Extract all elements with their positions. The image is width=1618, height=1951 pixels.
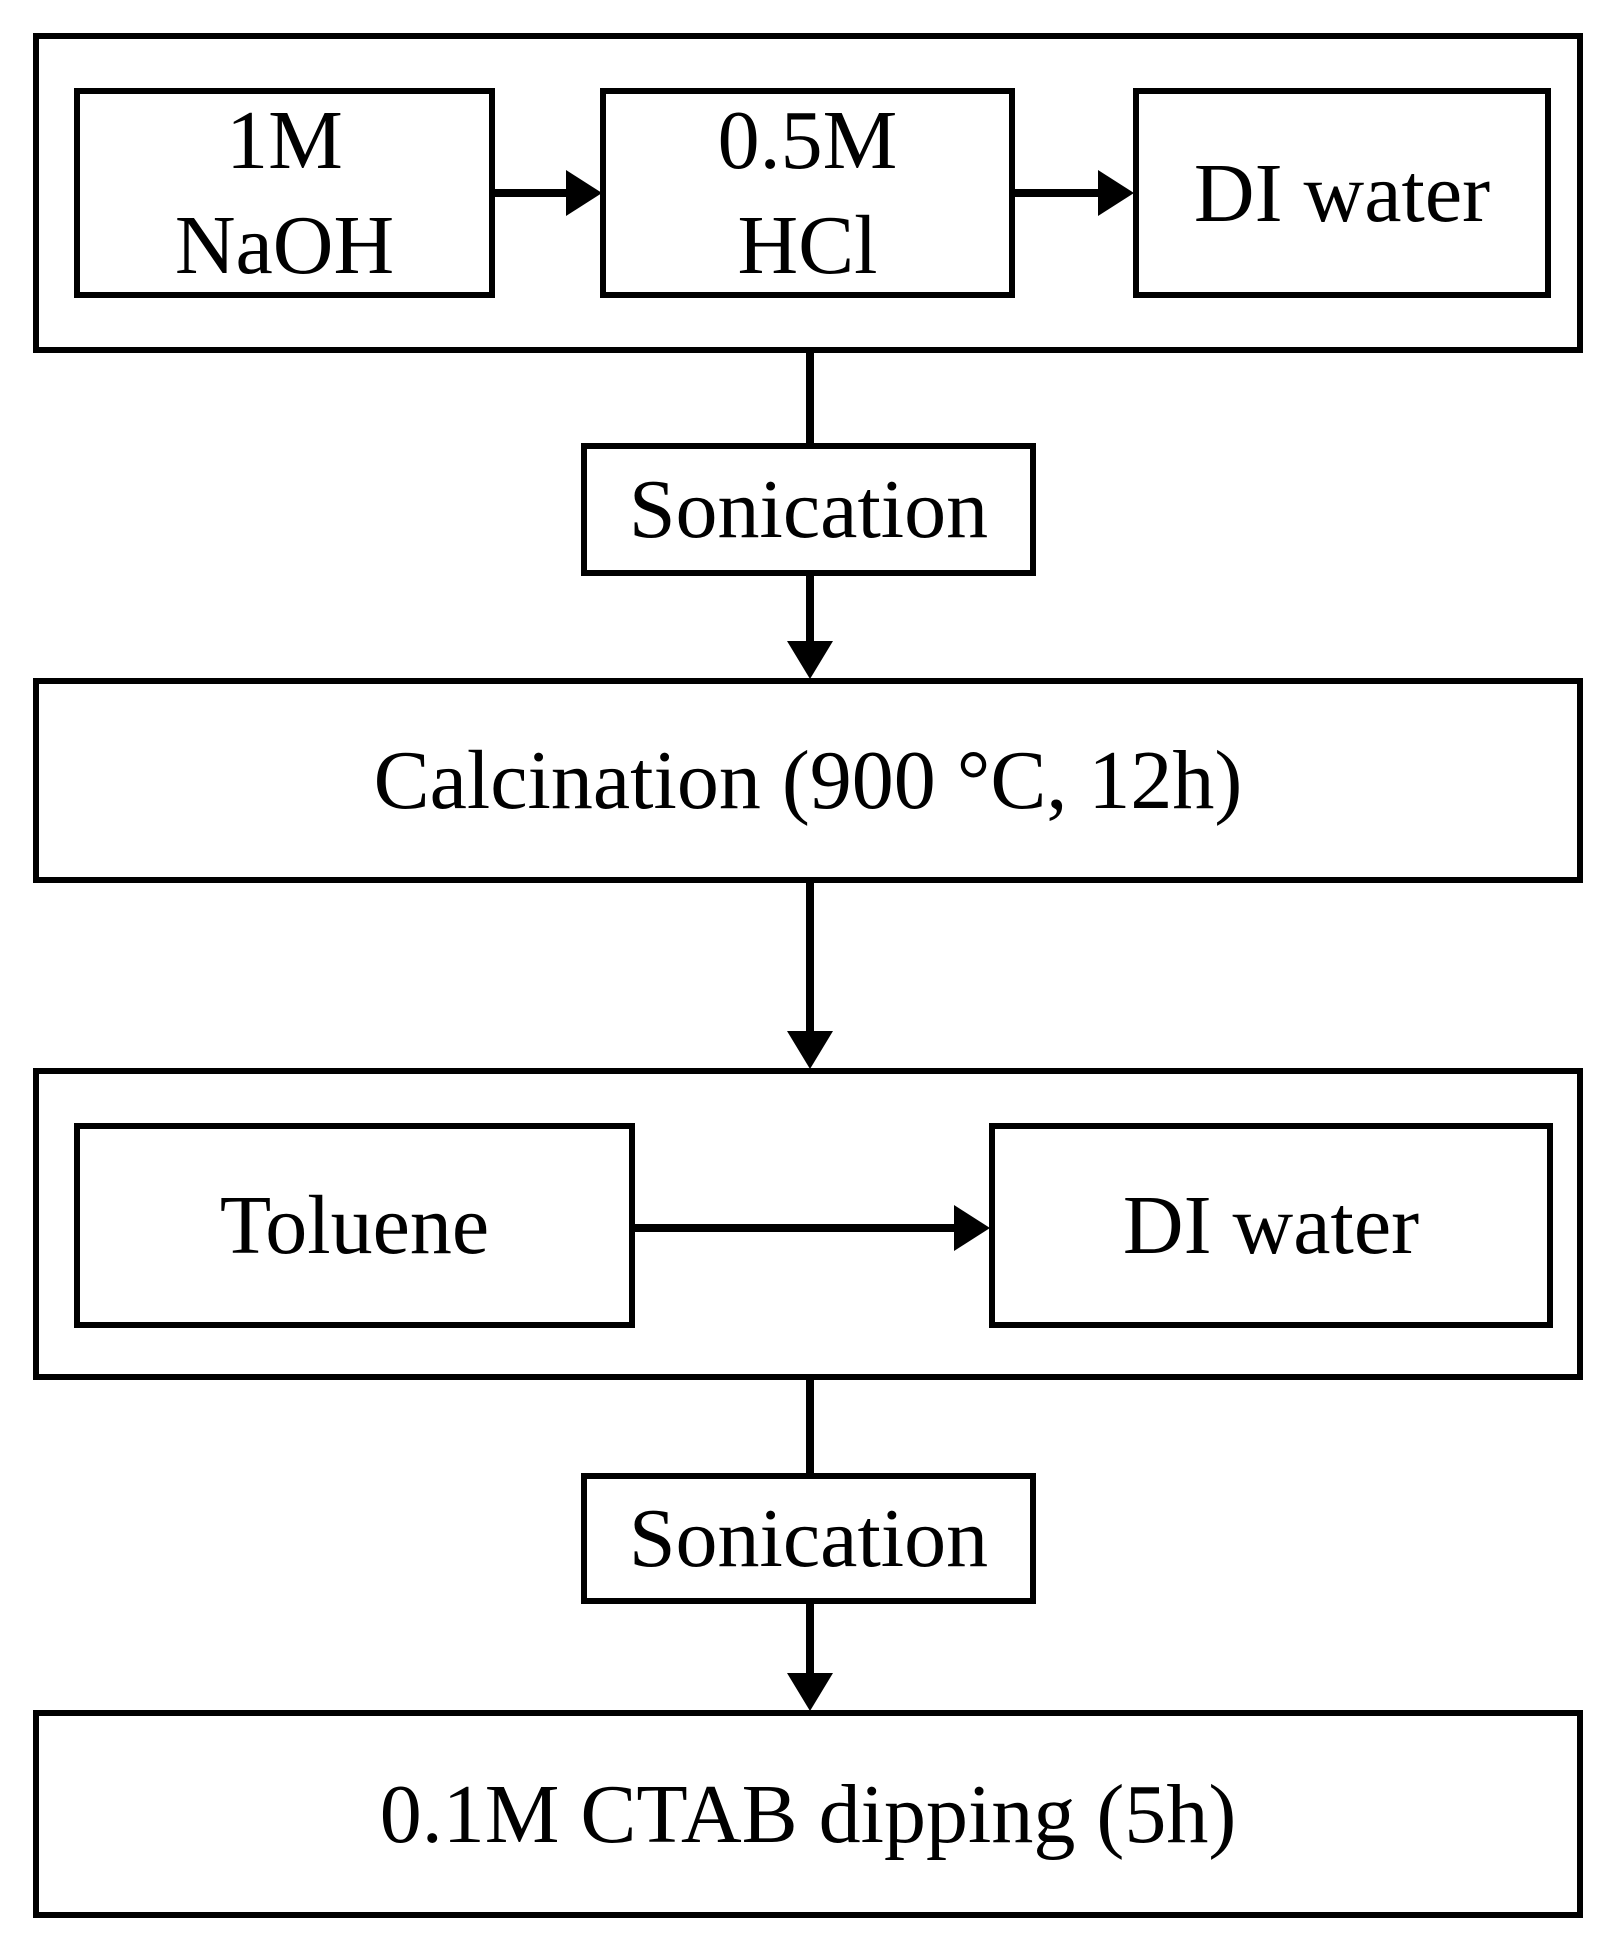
toluene-box: Toluene [74,1123,635,1328]
arrow-toluene-to-diwater-line [635,1224,957,1232]
ctab-dipping-box: 0.1M CTAB dipping (5h) [33,1710,1583,1918]
hcl-line2: HCl [737,199,878,292]
arrow-down-icon [787,1673,833,1711]
di-water-label: DI water [1193,146,1491,240]
naoh-line1: 1M [226,94,343,187]
sonication2-label: Sonication [628,1492,989,1585]
di-water-box-stage1: DI water [1133,88,1551,298]
toluene-label: Toluene [219,1179,490,1272]
naoh-box: 1M NaOH [74,88,495,298]
sonication2-box: Sonication [581,1473,1036,1604]
arrow-right-icon [1098,170,1134,216]
calcination-label: Calcination (900 °C, 12h) [373,734,1243,827]
connector-stage1-to-sonication1 [806,353,814,445]
di-water-label: DI water [1122,1179,1420,1272]
arrow-down-icon [787,641,833,679]
ctab-dipping-label: 0.1M CTAB dipping (5h) [379,1767,1237,1861]
stage1-container-box [33,33,1583,353]
arrow-right-icon [566,170,602,216]
arrow-right-icon [954,1205,990,1251]
arrow-naoh-to-hcl-line [495,189,569,197]
arrow-calcination-to-stage2-line [806,883,814,1033]
stage2-container-box [33,1068,1583,1380]
hcl-box: 0.5M HCl [600,88,1015,298]
arrow-hcl-to-diwater-line [1015,189,1099,197]
arrow-sonication2-to-ctab-line [806,1604,814,1676]
calcination-box: Calcination (900 °C, 12h) [33,678,1583,883]
arrow-sonication1-to-calcination-line [806,576,814,644]
sonication1-label: Sonication [628,463,989,556]
arrow-down-icon [787,1031,833,1069]
di-water-box-stage2: DI water [989,1123,1553,1328]
connector-stage2-to-sonication2 [806,1380,814,1475]
sonication1-box: Sonication [581,443,1036,576]
hcl-line1: 0.5M [717,94,898,187]
naoh-line2: NaOH [174,199,395,292]
